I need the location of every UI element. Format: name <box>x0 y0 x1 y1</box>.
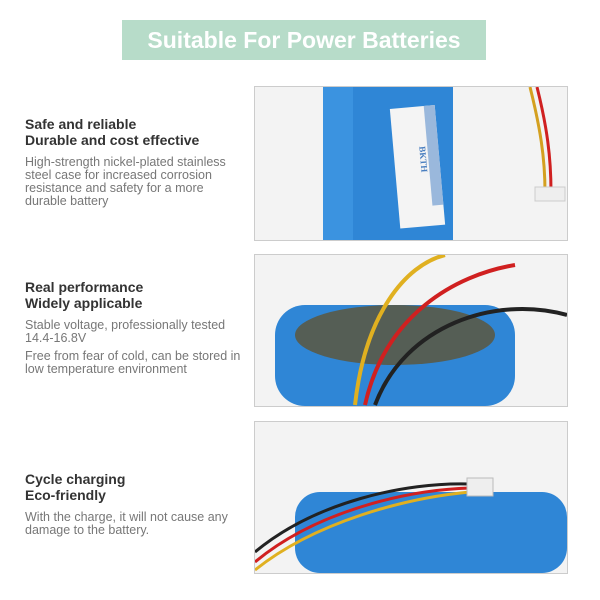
feature-subheading: Widely applicable <box>25 295 143 311</box>
photo-battery-label: BKTH <box>254 86 568 241</box>
feature-heading: Safe and reliable <box>25 116 137 132</box>
feature-heading: Cycle charging <box>25 471 126 487</box>
feature-section-safe: Safe and reliable Durable and cost effec… <box>25 116 245 208</box>
feature-subheading: Eco-friendly <box>25 487 106 503</box>
feature-text: With the charge, it will not cause any d… <box>25 510 228 537</box>
feature-text: Free from fear of cold, can be stored in… <box>25 349 241 376</box>
feature-text: High-strength nickel-plated stainless st… <box>25 155 226 208</box>
banner-title: Suitable For Power Batteries <box>147 26 461 53</box>
feature-section-charging: Cycle charging Eco-friendly With the cha… <box>25 471 245 537</box>
label-brand-text: BKTH <box>417 146 429 173</box>
photo-battery-top <box>254 254 568 407</box>
page-banner: Suitable For Power Batteries <box>122 20 486 60</box>
feature-subheading: Durable and cost effective <box>25 132 200 148</box>
feature-heading: Real performance <box>25 279 144 295</box>
photo-battery-connector <box>254 421 568 574</box>
feature-section-performance: Real performance Widely applicable Stabl… <box>25 279 245 376</box>
feature-text: Stable voltage, professionally tested 14… <box>25 318 226 345</box>
